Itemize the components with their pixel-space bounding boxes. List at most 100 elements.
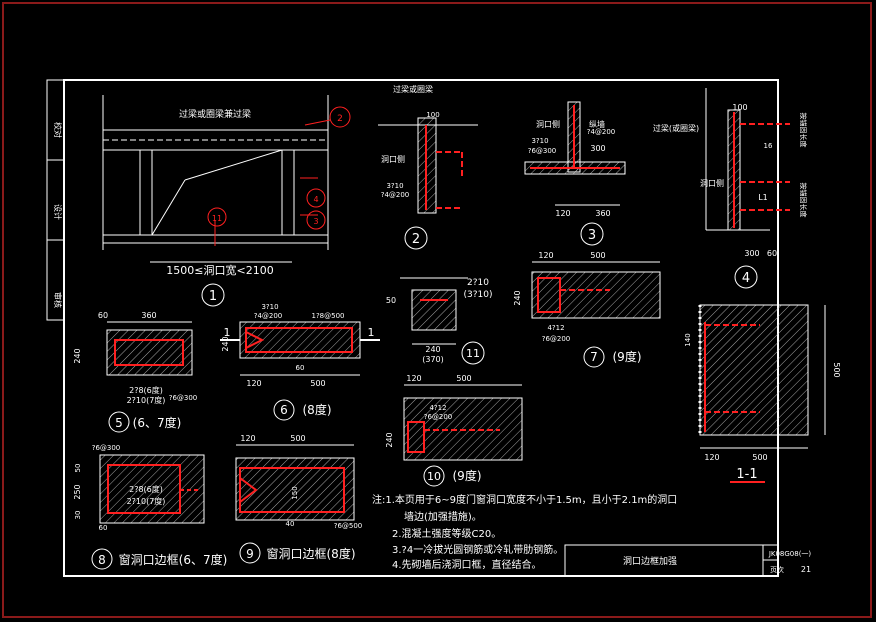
detail-10-note2: ?6@200 xyxy=(424,413,453,421)
detail-7-dim-b: 500 xyxy=(590,251,605,260)
detail-9-section xyxy=(235,444,355,521)
detail-11-section xyxy=(400,277,468,345)
detail-4-dim-bot-b: 60 xyxy=(767,249,777,258)
detail-7-deg: (9度) xyxy=(613,349,642,364)
note-line-3: 3.?4一冷拔光圆钢筋或冷轧带肋钢筋。 xyxy=(392,543,563,556)
title-block xyxy=(564,544,779,577)
detail-8-note2: 2?10(7度) xyxy=(127,496,166,506)
detail-4-v-label-1: 按锚固长度 xyxy=(799,113,808,148)
detail-1-tag-circle-2 xyxy=(329,106,351,128)
detail-2-label-side: 洞口侧 xyxy=(381,154,405,164)
detail-2-dim-top: 100 xyxy=(426,111,439,119)
detail-5-deg: (6、7度) xyxy=(133,415,182,430)
detail-5-dim-w: 360 xyxy=(141,311,156,320)
detail-1-span: 1500≤洞口宽<2100 xyxy=(166,263,273,277)
detail-3-label-side: 洞口侧 xyxy=(536,119,560,129)
detail-7-section xyxy=(531,261,661,319)
title-block-code: JK08G08(一) xyxy=(768,550,812,558)
title-block-page: 21 xyxy=(801,565,811,574)
detail-8-section xyxy=(99,454,205,524)
detail-9-title: 窗洞口边框(8度) xyxy=(267,546,356,561)
detail-10-number: 10 xyxy=(427,470,441,483)
detail-10-note1: 4?12 xyxy=(429,404,446,412)
detail-3-stirrup: ?4@200 xyxy=(587,128,616,136)
detail-6-number: 6 xyxy=(280,403,288,417)
detail-6-note1: 3?10 xyxy=(261,303,278,311)
side-strip-label-0: 校对 xyxy=(53,122,63,138)
detail-5-section xyxy=(106,321,193,376)
note-line-4: 4.先砌墙后浇洞口框，直径结合。 xyxy=(392,558,542,571)
note-line-2: 2.混凝土强度等级C20。 xyxy=(392,527,501,540)
section-1-1-dim-a: 120 xyxy=(704,453,719,462)
detail-11-dim-h: 50 xyxy=(386,296,396,305)
detail-4-dim-l1: L1 xyxy=(758,193,768,202)
detail-7-dim-h: 240 xyxy=(513,290,522,305)
detail-9-dim-150: 150 xyxy=(291,486,299,499)
detail-7-number: 7 xyxy=(590,350,598,364)
detail-2-section xyxy=(378,117,478,214)
section-1-1-title: 1-1 xyxy=(736,467,757,482)
detail-9-dim-b: 500 xyxy=(290,434,305,443)
detail-6-section xyxy=(220,321,380,376)
section-1-1-dim-b: 500 xyxy=(752,453,767,462)
detail-3-dim-b: 360 xyxy=(595,209,610,218)
detail-1-number-circle xyxy=(201,283,225,307)
detail-6-note3: 1?8@500 xyxy=(312,312,345,320)
detail-9-dim-a: 120 xyxy=(240,434,255,443)
detail-6-sec-left: 1 xyxy=(224,326,231,339)
detail-1-elevation xyxy=(102,95,331,263)
detail-3-number: 3 xyxy=(588,228,596,243)
detail-9-number-circle xyxy=(239,542,261,564)
title-block-name: 洞口边框加强 xyxy=(623,555,677,567)
detail-11-note1: 2?10 xyxy=(467,278,489,288)
detail-11-dim-a: 240 xyxy=(425,345,440,354)
general-notes: 注:1.本页用于6~9度门窗洞口宽度不小于1.5m，且小于2.1m的洞口 墙边(… xyxy=(372,493,677,571)
detail-11-number-circle xyxy=(461,341,485,365)
detail-1-tag-circle-3 xyxy=(306,210,326,230)
detail-10-deg: (9度) xyxy=(453,468,482,483)
detail-5-note2: 2?10(7度) xyxy=(127,395,166,405)
detail-11-note2: (3?10) xyxy=(464,290,493,300)
detail-4-dim-top: 100 xyxy=(732,103,747,112)
detail-8-dim-a: 50 xyxy=(74,464,82,473)
detail-6-sec-right: 1 xyxy=(368,326,375,339)
detail-8-note1: 2?8(6度) xyxy=(129,484,163,494)
detail-4-label-side: 洞口侧 xyxy=(700,178,724,188)
side-strip-label-2: 审核 xyxy=(53,292,63,308)
detail-1-tag-4: 4 xyxy=(313,195,318,204)
detail-8-number: 8 xyxy=(98,553,106,567)
detail-8-dim-c: 30 xyxy=(74,511,82,520)
detail-5-note1: 2?8(6度) xyxy=(129,385,163,395)
detail-4-section xyxy=(705,88,790,231)
detail-2-number-circle xyxy=(404,226,428,250)
detail-2-number: 2 xyxy=(412,232,420,247)
detail-10-dim-a: 120 xyxy=(406,374,421,383)
detail-2-rebar: 3?10 xyxy=(386,182,403,190)
detail-10-dim-h: 240 xyxy=(385,432,394,447)
detail-3-label-col: 纵墙 xyxy=(589,119,605,129)
detail-1-tag-11: 11 xyxy=(212,214,222,223)
section-1-1 xyxy=(698,304,826,483)
detail-3-rebar: 3?10 xyxy=(531,137,548,145)
note-line-1: 墙边(加强措施)。 xyxy=(404,510,482,523)
note-line-0: 注:1.本页用于6~9度门窗洞口宽度不小于1.5m，且小于2.1m的洞口 xyxy=(372,493,677,506)
detail-4-number-circle xyxy=(734,265,758,289)
section-1-1-dim-v2: 140 xyxy=(684,333,692,346)
detail-6-deg: (8度) xyxy=(303,402,332,417)
detail-8-dim-h: 250 xyxy=(73,484,82,499)
detail-1-tag-circle-4 xyxy=(306,188,326,208)
detail-2-stirrup: ?4@200 xyxy=(381,191,410,199)
detail-4-v-label-2: 按锚固长度 xyxy=(799,183,808,218)
detail-6-number-circle xyxy=(273,399,295,421)
section-1-1-dim-v1: 500 xyxy=(832,362,841,377)
detail-8-number-circle xyxy=(91,548,113,570)
detail-10-number-circle xyxy=(423,465,445,487)
detail-8-title: 窗洞口边框(6、7度) xyxy=(119,552,228,567)
detail-6-dim-a: 120 xyxy=(246,379,261,388)
detail-11-dim-b: (370) xyxy=(422,355,444,364)
detail-11-number: 11 xyxy=(466,347,480,360)
detail-3-dim-a: 120 xyxy=(555,209,570,218)
detail-5-note3: ?6@300 xyxy=(169,394,198,402)
